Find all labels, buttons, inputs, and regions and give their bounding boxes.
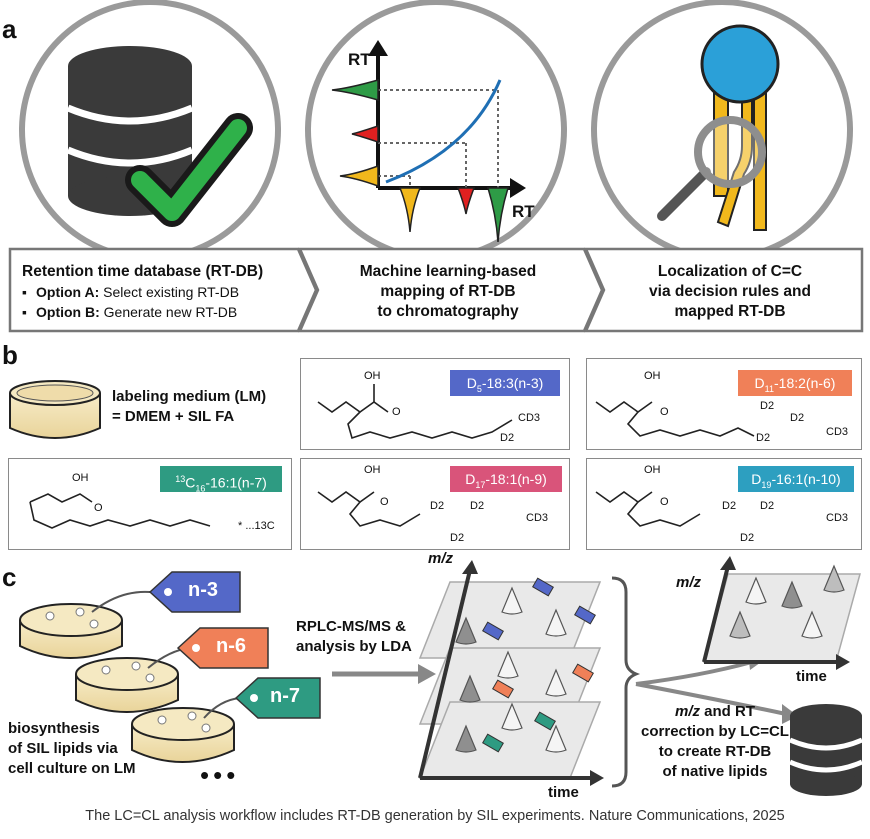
rt-axis-label-x: RT bbox=[512, 202, 535, 221]
ml-mapping-box: Machine learning-based mapping of RT-DB … bbox=[359, 263, 537, 320]
tag-n6: n-6 bbox=[216, 635, 246, 657]
d2-label: D2 bbox=[450, 532, 465, 544]
localization-box: Localization of C=C via decision rules a… bbox=[649, 263, 811, 320]
o-label: O bbox=[380, 496, 389, 508]
ms-planes bbox=[418, 560, 604, 786]
sil-culture-dishes bbox=[19, 590, 241, 763]
o-label: O bbox=[660, 496, 669, 508]
correction-text: m/z and RT correction by LC=CL to create… bbox=[641, 703, 789, 780]
database-circle bbox=[19, 0, 281, 261]
d2-label: D2 bbox=[760, 500, 775, 512]
panel-label-a: a bbox=[2, 14, 17, 44]
fa-label-d11-18-2: D11-18:2(n-6) bbox=[738, 370, 852, 396]
option-b: Option B: Generate new RT-DB bbox=[22, 302, 298, 322]
d2-label: D2 bbox=[790, 412, 805, 424]
structure-box-d19 bbox=[586, 458, 862, 550]
structure-box-d11 bbox=[586, 358, 862, 450]
panel-label-b: b bbox=[2, 340, 18, 370]
magnifier-icon bbox=[657, 116, 766, 221]
rt-db-title: Retention time database (RT-DB) bbox=[22, 263, 264, 280]
rt-axis-label-y: RT bbox=[348, 50, 371, 69]
tag-shapes bbox=[148, 571, 321, 719]
d2-label: D2 bbox=[756, 432, 771, 444]
d2-label: D2 bbox=[722, 500, 737, 512]
structure-box-d5 bbox=[300, 358, 570, 450]
d2-label: D2 bbox=[470, 500, 485, 512]
d2-label: D2 bbox=[500, 432, 515, 444]
ellipsis: ••• bbox=[200, 760, 240, 790]
figure-caption: The LC=CL analysis workflow includes RT-… bbox=[85, 808, 785, 824]
fa-structure-lines bbox=[29, 384, 755, 529]
bio-line2: of SIL lipids via bbox=[8, 740, 118, 757]
d2-label: D2 bbox=[760, 400, 775, 412]
c13-note: * ...13C bbox=[238, 520, 275, 532]
cd3-label: CD3 bbox=[526, 512, 549, 524]
time-label: time bbox=[548, 784, 579, 801]
oh-label: OH bbox=[644, 370, 661, 382]
method-line2: analysis by LDA bbox=[296, 638, 412, 655]
method-line1: RPLC-MS/MS & bbox=[296, 618, 406, 635]
tag-n7: n-7 bbox=[270, 685, 300, 707]
tag-n3: n-3 bbox=[188, 579, 218, 601]
panel-label-c: c bbox=[2, 562, 17, 592]
checkmark-icon bbox=[125, 113, 253, 227]
mz-label: m/z bbox=[428, 550, 454, 567]
medium-composition: = DMEM + SIL FA bbox=[112, 408, 235, 425]
native-rt-db-icon bbox=[788, 704, 864, 796]
o-label: O bbox=[660, 406, 669, 418]
d2-label: D2 bbox=[740, 532, 755, 544]
oh-label: OH bbox=[364, 370, 381, 382]
fa-label-13c16-16-1: 13C16-16:1(n-7) bbox=[160, 466, 282, 493]
option-a: Option A: Select existing RT-DB bbox=[22, 282, 298, 302]
fa-label-d17-18-1: D17-18:1(n-9) bbox=[450, 466, 562, 492]
oh-label: OH bbox=[364, 464, 381, 476]
localization-circle bbox=[591, 0, 853, 261]
oh-label: OH bbox=[72, 472, 89, 484]
fa-label-d19-16-1: D19-16:1(n-10) bbox=[738, 466, 854, 492]
o-label: O bbox=[392, 406, 401, 418]
cd3-label: CD3 bbox=[826, 426, 849, 438]
cd3-label: CD3 bbox=[518, 412, 541, 424]
structure-box-13c16 bbox=[8, 458, 292, 550]
labeling-medium-dish bbox=[9, 380, 101, 439]
d2-label: D2 bbox=[430, 500, 445, 512]
rt-db-box: Retention time database (RT-DB) Option A… bbox=[22, 262, 298, 322]
time-label-right: time bbox=[796, 668, 827, 685]
cd3-label: CD3 bbox=[826, 512, 849, 524]
bio-line1: biosynthesis bbox=[8, 720, 100, 737]
o-label: O bbox=[94, 502, 103, 514]
oh-label: OH bbox=[644, 464, 661, 476]
fa-label-d5-18-3: D5-18:3(n-3) bbox=[450, 370, 560, 396]
native-lipid-plane bbox=[702, 556, 861, 670]
structure-box-d17 bbox=[300, 458, 570, 550]
medium-label: labeling medium (LM) bbox=[112, 388, 267, 405]
bio-line3: cell culture on LM bbox=[8, 760, 136, 777]
mz-label-right: m/z bbox=[676, 574, 702, 591]
